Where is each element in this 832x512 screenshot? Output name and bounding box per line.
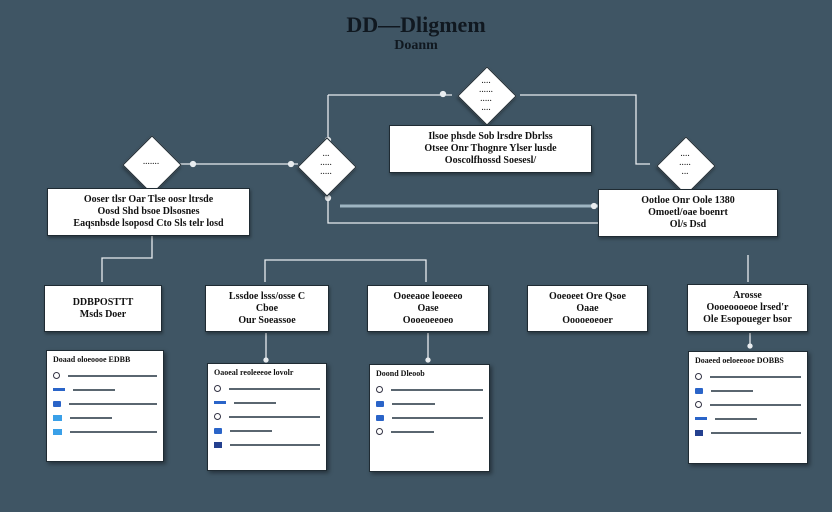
placeholder-text-line [234,401,277,404]
level1-box-4[interactable]: Ooeoeet Ore Qsoe Oaae Ooooeoeoer [527,285,648,332]
circle-icon [695,401,702,408]
card-list-item[interactable] [214,439,320,450]
circle-icon [214,413,221,420]
detail-card-4[interactable]: Doaeed oeloeeooe DOBBS [688,351,808,464]
diagram-title: DD—Dligmem [346,12,486,37]
placeholder-text-line [711,389,754,392]
placeholder-text-line [230,429,273,432]
level1-box-3[interactable]: Ooeeaoe leoeeeo Oase Oooeoeeoeo [367,285,489,332]
detail-card-title: Doond Dleoob [376,369,425,378]
detail-card-2[interactable]: Oaoeal reoleeeoe lovolr [207,363,327,471]
square-icon [695,387,703,394]
card-list-item[interactable] [53,384,157,395]
detail-card-title: Doaad oloeoooe EDBB [53,355,131,364]
left-main-box[interactable]: Ooser tlsr Oar Tlse oosr ltrsde Oosd Shd… [47,188,250,236]
card-list-item[interactable] [214,425,320,436]
dark-square-icon [695,429,703,436]
detail-card-rows [214,383,320,450]
placeholder-text-line [229,387,320,390]
placeholder-text-line [391,430,434,433]
detail-card-title: Oaoeal reoleeeoe lovolr [214,368,294,377]
card-list-item[interactable] [695,399,801,410]
light-square-icon [53,428,62,435]
circle-icon [376,428,383,435]
placeholder-text-line [710,375,801,378]
circle-icon [695,373,702,380]
card-list-item[interactable] [695,427,801,438]
circle-icon [214,385,221,392]
placeholder-text-line [710,403,801,406]
card-list-item[interactable] [376,426,483,437]
decision-diamond-left-label: ······· [142,160,160,168]
card-list-item[interactable] [376,398,483,409]
center-note-box[interactable]: Ilsoe phsde Sob lrsdre Dbrlss Otsee Onr … [389,125,592,173]
card-list-item[interactable] [695,413,801,424]
dark-square-icon [214,441,222,448]
detail-card-rows [695,371,801,438]
circle-icon [53,372,60,379]
level1-box-5[interactable]: Arosse Oooeoooeoe lrsed'r Ole Esopoueger… [687,284,808,332]
card-list-item[interactable] [53,412,157,423]
placeholder-text-line [70,430,157,433]
light-square-icon [53,414,62,421]
detail-card-rows [53,370,157,437]
detail-card-title: Doaeed oeloeeooe DOBBS [695,356,784,365]
detail-card-rows [376,384,483,437]
decision-diamond-center-label: ············· [320,152,332,178]
level1-box-2[interactable]: Lssdoe lsss/osse C Cboe Our Soeassoe [205,285,329,332]
placeholder-text-line [73,388,115,391]
card-list-item[interactable] [53,370,157,381]
card-list-item[interactable] [53,398,157,409]
bar-icon [214,401,226,404]
card-list-item[interactable] [214,411,320,422]
bar-icon [53,388,65,391]
card-list-item[interactable] [214,383,320,394]
placeholder-text-line [711,431,801,434]
square-icon [214,427,222,434]
card-list-item[interactable] [214,397,320,408]
card-list-item[interactable] [376,412,483,423]
placeholder-text-line [392,402,435,405]
placeholder-text-line [69,402,157,405]
decision-diamond-top-label: ··················· [478,79,493,114]
bar-icon [695,417,707,420]
square-icon [376,400,384,407]
placeholder-text-line [391,388,483,391]
card-list-item[interactable] [53,426,157,437]
square-icon [53,400,61,407]
decision-diamond-right-label: ············ [679,152,691,178]
card-list-item[interactable] [376,384,483,395]
placeholder-text-line [715,417,758,420]
level1-box-1[interactable]: DDBPOSTTT Msds Doer [44,285,162,332]
placeholder-text-line [229,415,320,418]
placeholder-text-line [68,374,157,377]
placeholder-text-line [70,416,112,419]
placeholder-text-line [230,443,320,446]
detail-card-3[interactable]: Doond Dleoob [369,364,490,472]
right-main-box[interactable]: Ootloe Onr Oole 1380 Omoetl/oae boenrt O… [598,189,778,237]
square-icon [376,414,384,421]
card-list-item[interactable] [695,385,801,396]
circle-icon [376,386,383,393]
diagram-subtitle: Doanm [394,38,438,53]
detail-card-1[interactable]: Doaad oloeoooe EDBB [46,350,164,462]
card-list-item[interactable] [695,371,801,382]
placeholder-text-line [392,416,483,419]
